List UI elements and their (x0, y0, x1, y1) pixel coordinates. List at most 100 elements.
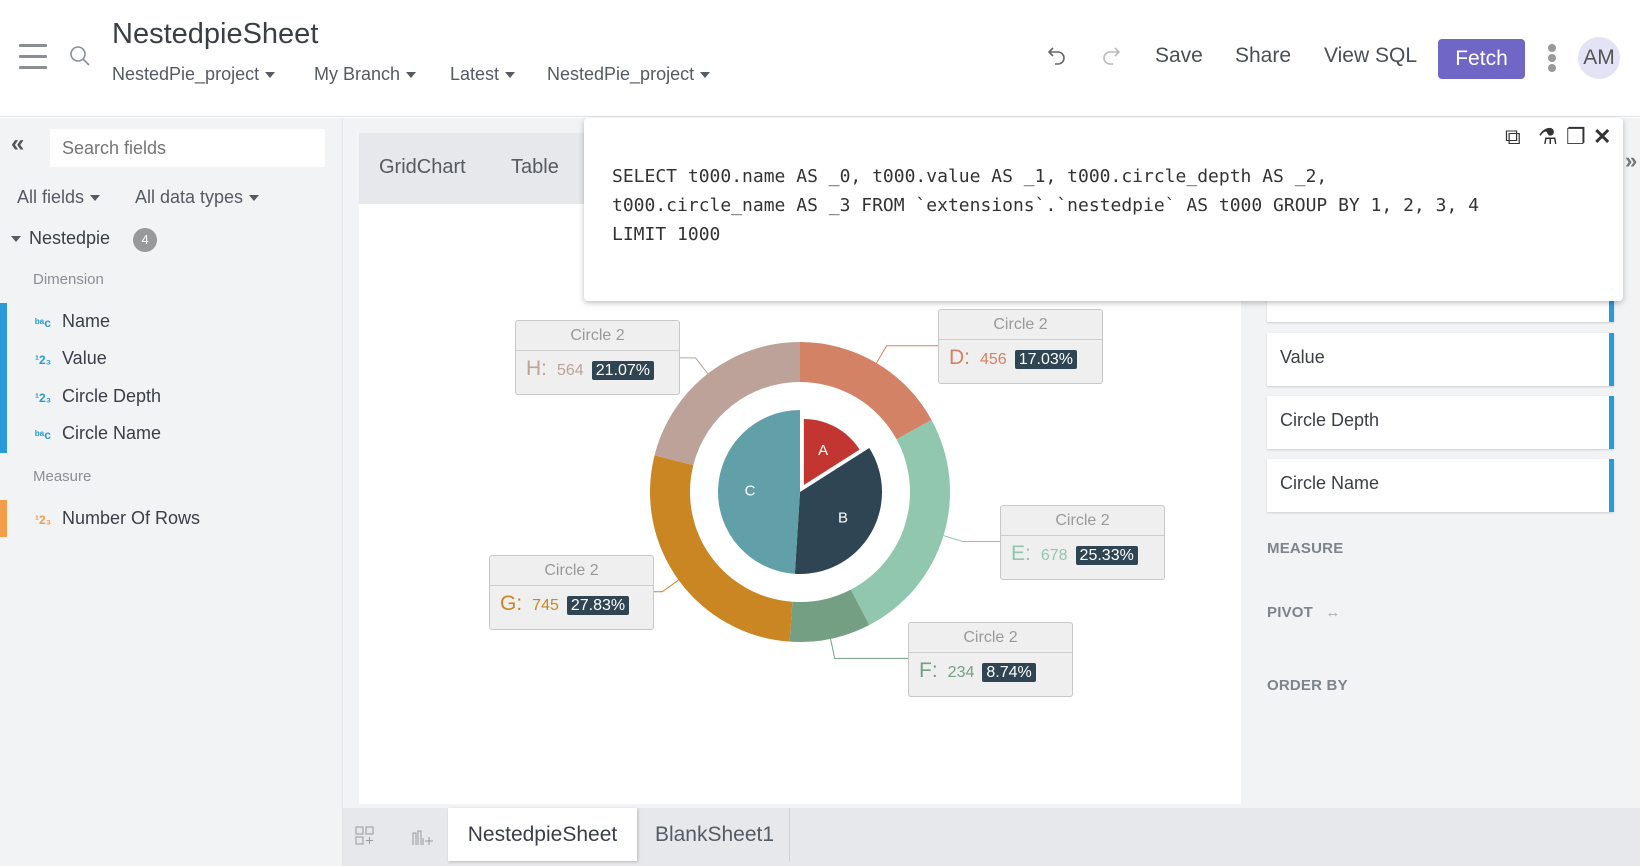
version-dropdown[interactable]: Latest (450, 64, 516, 85)
slice-value: 745 (532, 597, 559, 614)
page-title: NestedpieSheet (112, 18, 319, 50)
field-card-value[interactable]: Value (1267, 333, 1614, 386)
top-bar: NestedpieSheet NestedPie_project My Bran… (0, 0, 1640, 117)
leader-line-G (654, 579, 679, 593)
redo-icon[interactable] (1099, 44, 1123, 68)
order-by-section: ORDER BY (1267, 677, 1348, 694)
field-name[interactable]: ᵇᵃc Name (35, 311, 111, 331)
search-fields-input[interactable] (50, 129, 325, 167)
branch-dropdown[interactable]: My Branch (314, 64, 417, 85)
slice-name: H: (526, 357, 547, 380)
field-card-circle-depth[interactable]: Circle Depth (1267, 396, 1614, 449)
open-external-icon[interactable]: ⧉ (1505, 124, 1521, 149)
caret-down-icon (11, 236, 21, 243)
chart-tabs: GridChart Table (359, 133, 599, 204)
string-type-icon: ᵇᵃc (35, 316, 51, 330)
circle-name: Circle 2 (909, 623, 1072, 653)
inner-label-B: B (838, 509, 848, 526)
slice-name: F: (919, 659, 938, 682)
collapse-sidebar-icon[interactable]: « (11, 130, 25, 157)
slice-percent: 25.33% (1075, 546, 1138, 565)
dataset-project-dropdown[interactable]: NestedPie_project (547, 64, 711, 85)
inner-slice-B[interactable] (794, 448, 882, 574)
leader-line-F (830, 638, 908, 659)
caret-down-icon (406, 72, 417, 79)
circle-name: Circle 2 (939, 310, 1102, 340)
data-types-dropdown[interactable]: All data types (135, 187, 260, 208)
number-type-icon: ¹2₃ (35, 513, 52, 527)
dataset-nestedpie[interactable]: Nestedpie 4 (11, 228, 158, 252)
dimension-heading: Dimension (33, 271, 104, 288)
view-sql-button[interactable]: View SQL (1324, 44, 1417, 67)
field-card-circle-name[interactable]: Circle Name (1267, 459, 1614, 512)
outer-slice-D[interactable] (800, 342, 932, 440)
inner-slice-A[interactable] (803, 418, 860, 485)
menu-icon[interactable] (19, 44, 47, 69)
more-options-icon[interactable] (1546, 42, 1558, 74)
slice-name: D: (949, 346, 970, 369)
sql-popup: ⧉ ⚗ ❐ ✕ SELECT t000.name AS _0, t000.val… (584, 118, 1623, 301)
swap-arrows-icon[interactable]: ↔ (1325, 604, 1341, 621)
expand-panel-icon[interactable]: » (1625, 148, 1638, 173)
circle-name: Circle 2 (490, 556, 653, 586)
flask-icon[interactable]: ⚗ (1538, 124, 1558, 149)
circle-name: Circle 2 (516, 321, 679, 351)
undo-icon[interactable] (1045, 44, 1069, 68)
close-icon[interactable]: ✕ (1593, 124, 1612, 149)
caret-down-icon (700, 72, 711, 79)
slice-value: 456 (980, 351, 1007, 368)
caret-down-icon (505, 72, 516, 79)
outer-slice-F[interactable] (789, 589, 870, 642)
field-circle-name[interactable]: ᵇᵃc Circle Name (35, 423, 162, 443)
share-button[interactable]: Share (1235, 44, 1292, 67)
fields-sidebar: « All fields All data types Nestedpie 4 … (0, 118, 343, 866)
project-dropdown[interactable]: NestedPie_project (112, 64, 276, 85)
outer-slice-E[interactable] (850, 420, 950, 626)
circle-name: Circle 2 (1001, 506, 1164, 536)
measure-indicator (0, 500, 7, 537)
add-sheet-icon[interactable] (411, 825, 435, 847)
caret-down-icon (265, 72, 276, 79)
search-icon[interactable] (68, 44, 92, 68)
slice-value: 234 (947, 664, 975, 681)
inner-label-A: A (818, 442, 828, 459)
sql-text: SELECT t000.name AS _0, t000.value AS _1… (612, 166, 1479, 245)
outer-slice-G[interactable] (650, 455, 793, 642)
inner-slice-C[interactable] (717, 410, 800, 574)
measure-heading: Measure (33, 468, 92, 485)
field-value[interactable]: ¹2₃ Value (35, 348, 107, 368)
avatar[interactable]: AM (1578, 37, 1620, 79)
measure-section: MEASURE (1267, 540, 1344, 557)
fetch-button[interactable]: Fetch (1438, 39, 1525, 79)
slice-value: 564 (557, 362, 584, 379)
all-fields-dropdown[interactable]: All fields (17, 187, 101, 208)
nested-pie-chart: ABC (650, 342, 1000, 659)
slice-name: G: (500, 592, 523, 615)
slice-label-D: Circle 2 D: 456 17.03% (938, 309, 1103, 384)
slice-percent: 17.03% (1014, 350, 1077, 369)
field-count-badge: 4 (133, 228, 158, 252)
sheet-tab-blanksheet1[interactable]: BlankSheet1 (640, 808, 790, 861)
outer-slice-H[interactable] (654, 342, 800, 466)
copy-icon[interactable]: ❐ (1566, 124, 1586, 149)
tab-table[interactable]: Table (511, 156, 559, 178)
slice-label-H: Circle 2 H: 564 21.07% (515, 320, 680, 395)
field-number-of-rows[interactable]: ¹2₃ Number Of Rows (35, 508, 201, 528)
dimension-indicator (0, 303, 7, 453)
sheet-tabs-bar: NestedpieSheet BlankSheet1 (343, 808, 1640, 866)
save-button[interactable]: Save (1155, 44, 1203, 67)
slice-percent: 21.07% (591, 361, 654, 380)
pivot-section: PIVOT ↔ (1267, 604, 1341, 621)
slice-name: E: (1011, 542, 1031, 565)
number-type-icon: ¹2₃ (35, 391, 52, 405)
sheet-tab-nestedpiesheet[interactable]: NestedpieSheet (448, 808, 637, 861)
string-type-icon: ᵇᵃc (35, 428, 51, 442)
tab-gridchart[interactable]: GridChart (379, 156, 466, 178)
field-circle-depth[interactable]: ¹2₃ Circle Depth (35, 386, 162, 406)
add-dashboard-icon[interactable] (355, 826, 375, 846)
leader-line-D (876, 345, 938, 364)
